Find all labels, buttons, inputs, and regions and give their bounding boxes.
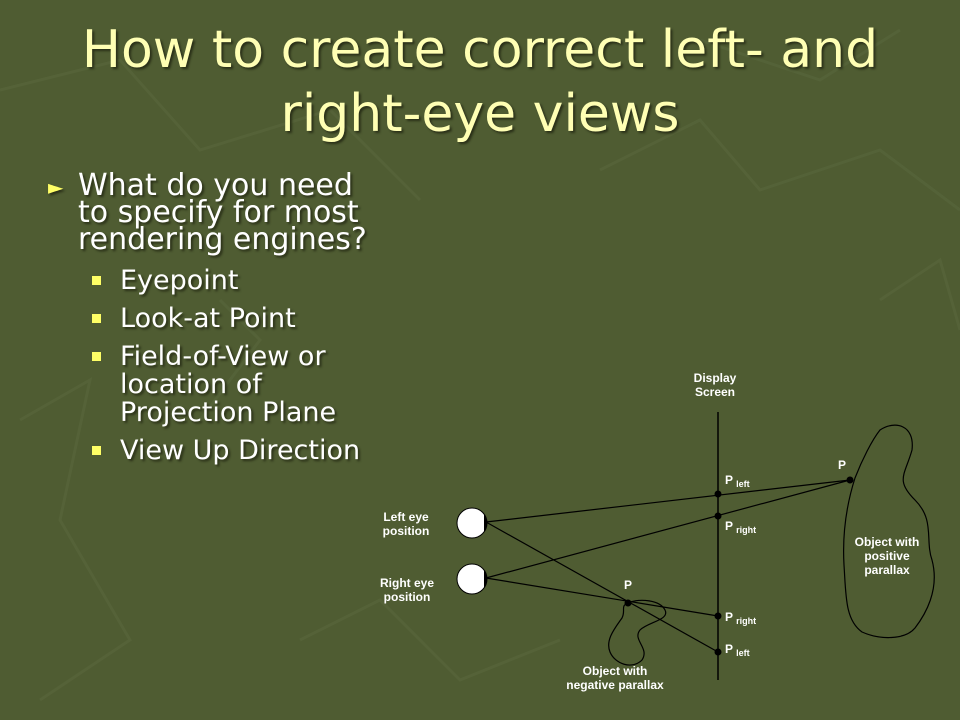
sub-bullet-text: Look-at Point: [120, 303, 296, 334]
p-right-bottom-label: P right: [725, 610, 756, 628]
point-letter: P: [725, 519, 733, 533]
right-eye-pupil: [484, 570, 488, 588]
point-letter: P: [725, 473, 733, 487]
label-line: position: [383, 590, 431, 604]
left-eye-label: Left eye position: [366, 510, 446, 538]
sight-line-right-positive: [485, 479, 851, 579]
label-line: positive: [864, 549, 910, 563]
point-letter: P: [838, 458, 847, 472]
negative-parallax-label: Object with negative parallax: [550, 664, 680, 692]
point-p-right-bottom: [714, 612, 722, 620]
positive-parallax-object: [843, 424, 935, 639]
point-p-left-bottom: [714, 648, 722, 656]
positive-parallax-label: Object with positive parallax: [837, 535, 937, 577]
sub-bullet-eyepoint: Eyepoint: [90, 267, 368, 295]
right-eye-label: Right eye position: [367, 576, 447, 604]
bullet-list: ► What do you need to specify for most r…: [48, 171, 368, 475]
point-subscript: left: [736, 479, 750, 489]
sight-line-left-negative: [485, 521, 719, 653]
point-letter: P: [725, 610, 733, 624]
point-p-negative: [624, 599, 632, 607]
p-left-bottom-label: P left: [725, 642, 750, 660]
left-eye-pupil: [484, 514, 488, 532]
square-bullet-icon: [92, 352, 101, 361]
label-line: parallax: [864, 563, 910, 577]
point-letter: P: [725, 642, 733, 656]
display-screen-label: Display Screen: [675, 371, 755, 399]
title-line-2: right-eye views: [280, 84, 680, 144]
title-line-1: How to create correct left- and: [81, 20, 879, 80]
label-line: Object with: [854, 535, 920, 549]
point-p-left-top: [714, 490, 722, 498]
point-subscript: left: [736, 648, 750, 658]
label-line: Display: [693, 371, 737, 385]
label-line: Left eye: [383, 510, 429, 524]
sub-bullet-look-at: Look-at Point: [90, 305, 368, 333]
sub-bullet-text: Eyepoint: [120, 265, 239, 296]
sub-bullet-text: View Up Direction: [120, 435, 361, 466]
point-p-positive: [846, 476, 854, 484]
label-line: negative parallax: [566, 678, 664, 692]
square-bullet-icon: [92, 276, 101, 285]
point-p-right-top: [714, 512, 722, 520]
negative-parallax-object: [608, 599, 667, 666]
main-bullet: ► What do you need to specify for most r…: [48, 171, 368, 255]
square-bullet-icon: [92, 314, 101, 323]
slide-title: How to create correct left- and right-ey…: [0, 18, 960, 146]
right-eye: [456, 563, 488, 595]
p-positive-label: P: [838, 458, 846, 472]
sight-line-left-positive: [485, 479, 851, 523]
label-line: Right eye: [379, 576, 434, 590]
main-bullet-text: What do you need to specify for most ren…: [78, 168, 367, 257]
sight-line-right-negative: [485, 577, 719, 617]
label-line: Object with: [582, 664, 648, 678]
sub-bullet-view-up: View Up Direction: [90, 437, 368, 465]
label-line: Screen: [694, 385, 736, 399]
left-eye: [456, 507, 488, 539]
p-negative-label: P: [624, 578, 632, 592]
point-subscript: right: [736, 616, 757, 626]
triangle-bullet-icon: ►: [48, 175, 64, 199]
point-subscript: right: [736, 525, 757, 535]
p-right-top-label: P right: [725, 519, 756, 537]
point-letter: P: [624, 578, 633, 592]
p-left-top-label: P left: [725, 473, 750, 491]
square-bullet-icon: [92, 446, 101, 455]
sub-bullet-text: Field-of-View or location of Projection …: [120, 341, 337, 428]
sub-bullet-field-of-view: Field-of-View or location of Projection …: [90, 343, 368, 427]
label-line: position: [382, 524, 430, 538]
sub-bullet-list: Eyepoint Look-at Point Field-of-View or …: [90, 267, 368, 465]
